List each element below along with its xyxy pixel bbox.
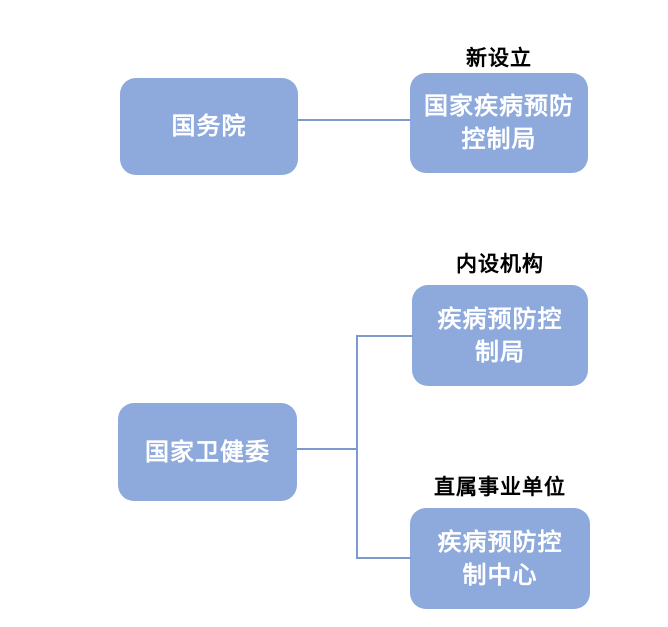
connector-state-council-to-administration xyxy=(297,119,410,121)
annotation-internal-organization: 内设机构 xyxy=(456,253,544,276)
connector-branch-to-center xyxy=(356,557,411,559)
node-disease-control-bureau: 疾病预防控 制局 xyxy=(412,285,588,386)
connector-nhc-stub xyxy=(297,448,357,450)
node-state-council: 国务院 xyxy=(120,78,298,175)
connector-vertical-trunk xyxy=(356,335,358,559)
node-disease-control-center: 疾病预防控 制中心 xyxy=(410,508,590,609)
annotation-directly-affiliated-institution: 直属事业单位 xyxy=(434,476,566,499)
connector-branch-to-bureau xyxy=(356,335,413,337)
node-national-health-commission: 国家卫健委 xyxy=(118,403,297,501)
node-national-disease-control-administration: 国家疾病预防 控制局 xyxy=(410,73,588,173)
annotation-newly-established: 新设立 xyxy=(466,47,532,70)
